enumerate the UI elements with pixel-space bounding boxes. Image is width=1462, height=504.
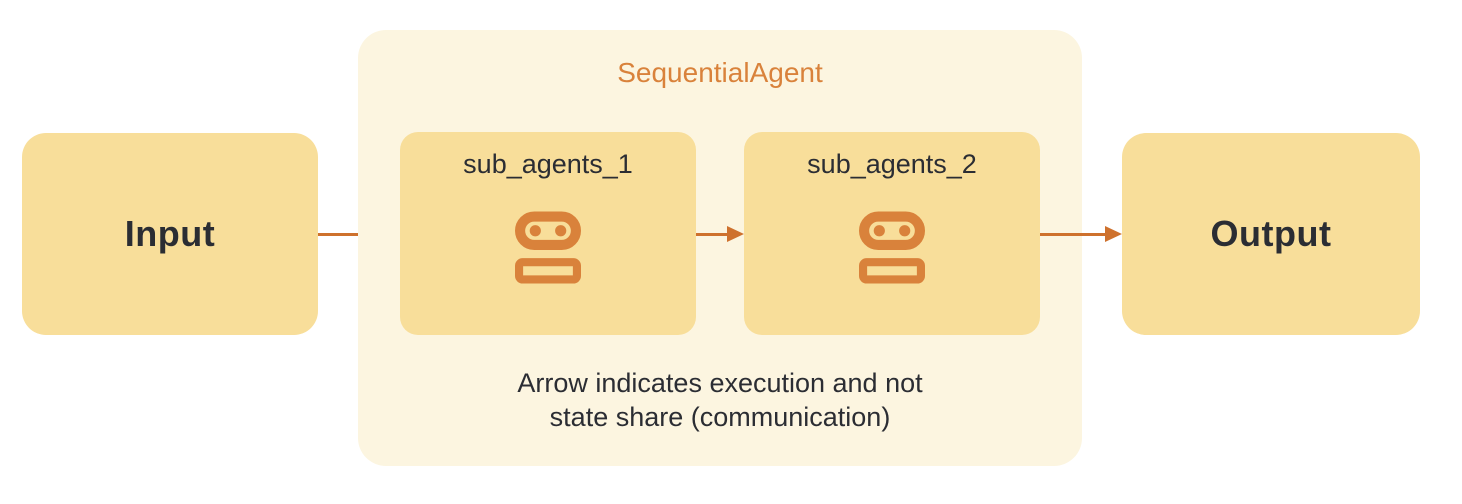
arrow-line xyxy=(1040,233,1108,236)
robot-icon xyxy=(859,211,925,284)
sub-agent-1-node: sub_agents_1 xyxy=(400,132,696,335)
input-node-label: Input xyxy=(124,213,216,254)
group-caption-line-1: Arrow indicates execution and not xyxy=(517,368,923,398)
group-caption-line-2: state share (communication) xyxy=(549,402,891,432)
arrowhead-icon xyxy=(727,226,744,242)
sequential-agent-group: SequentialAgent sub_agents_1 sub_agents_… xyxy=(358,30,1082,466)
sub-agent-2-label: sub_agents_2 xyxy=(807,149,977,179)
sequential-agent-title: SequentialAgent xyxy=(617,57,823,88)
robot-icon xyxy=(515,211,581,284)
input-node: Input xyxy=(22,133,318,335)
sub-agent-2-node: sub_agents_2 xyxy=(744,132,1040,335)
arrow-line xyxy=(318,233,386,236)
arrow-sub-agents-2-to-output xyxy=(1040,226,1122,242)
arrowhead-icon xyxy=(1105,226,1122,242)
group-caption: Arrow indicates execution and not state … xyxy=(358,366,1082,434)
output-node-label: Output xyxy=(1210,213,1332,254)
sub-agent-1-label: sub_agents_1 xyxy=(463,149,633,179)
output-node: Output xyxy=(1122,133,1420,335)
arrow-line xyxy=(696,233,730,236)
arrow-sub-agents-1-to-sub-agents-2 xyxy=(696,226,744,242)
